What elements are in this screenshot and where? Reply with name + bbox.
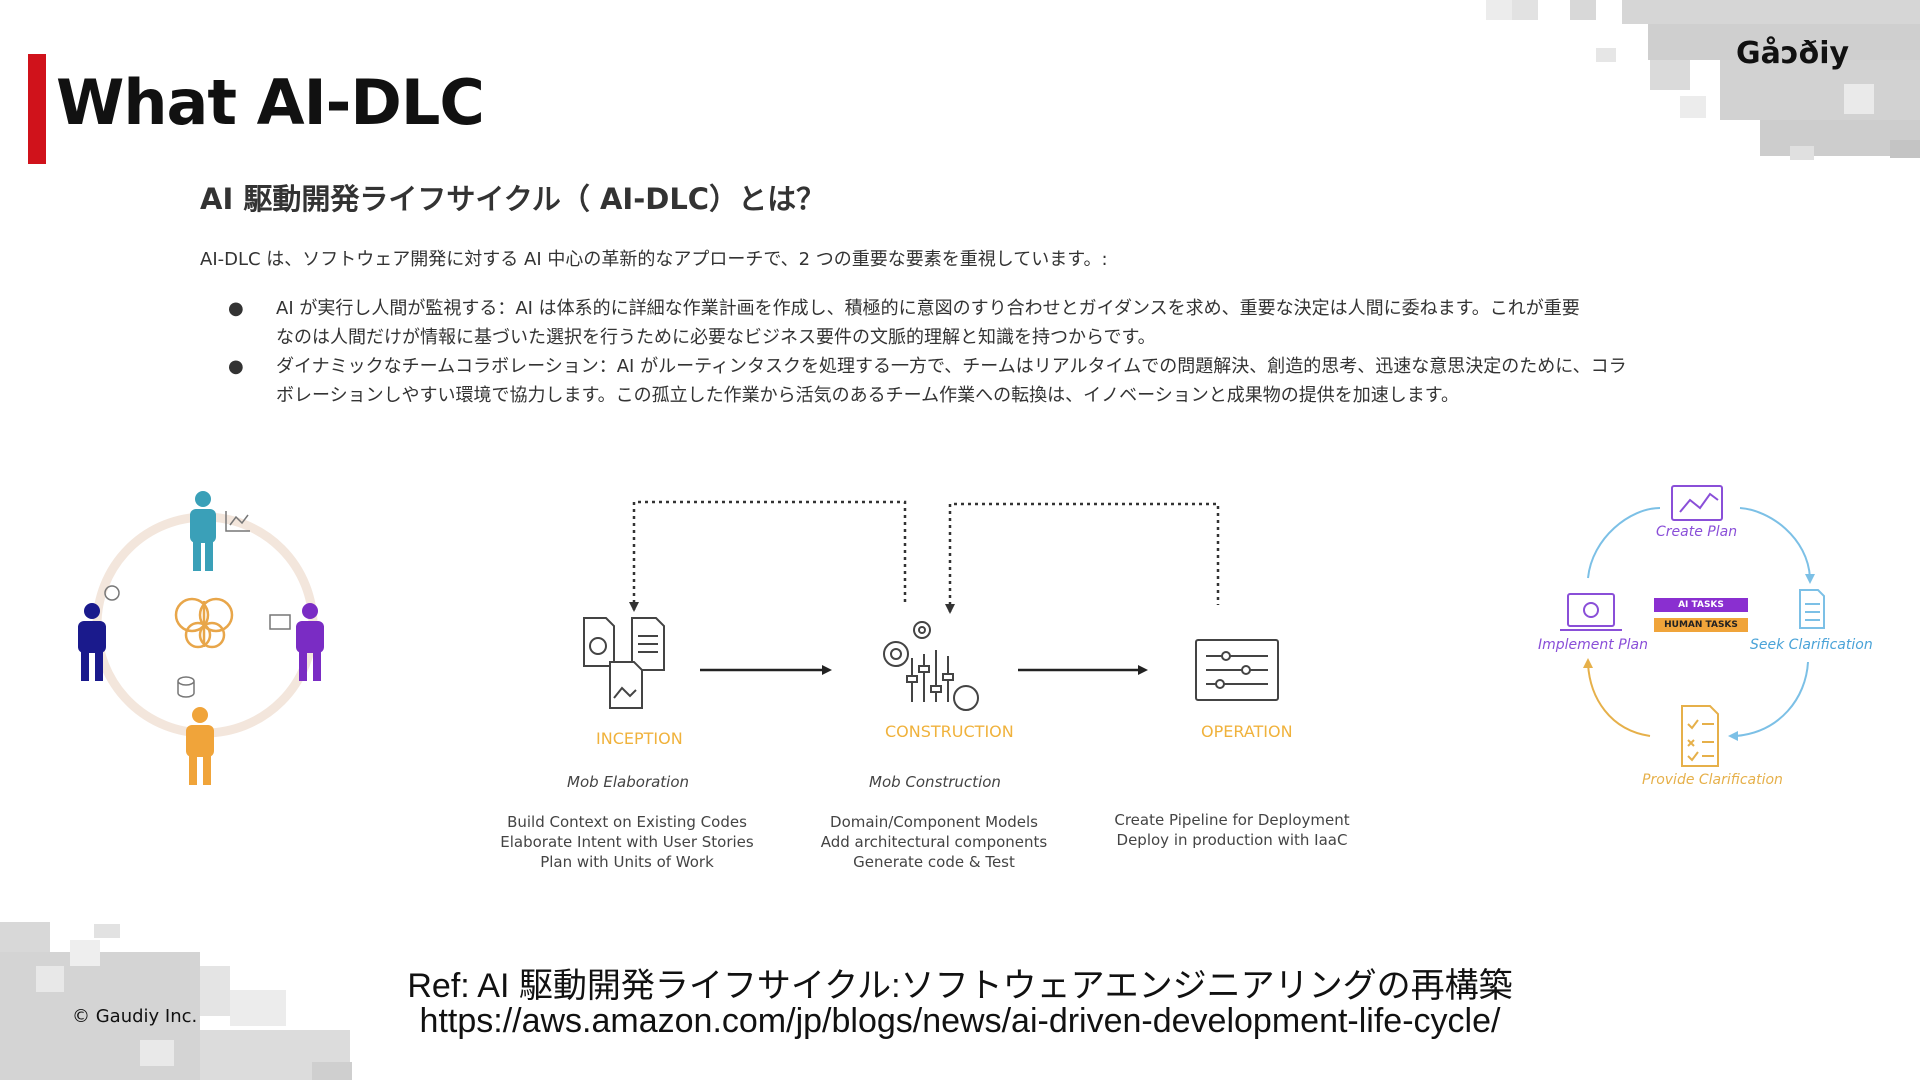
bullet-line: AI が実行し人間が監視する：AI は体系的に詳細な作業計画を作成し、積極的に意…	[276, 298, 1580, 319]
lightbulb-icon	[104, 585, 120, 601]
stage-desc-line: Create Pipeline for Deployment	[1114, 811, 1350, 829]
stage-desc-line: Elaborate Intent with User Stories	[500, 833, 754, 851]
stage-desc-construction: Domain/Component Models Add architectura…	[810, 812, 1058, 872]
person-icon-bottom	[186, 707, 214, 785]
stage-name-construction: CONSTRUCTION	[885, 722, 1014, 741]
chart-icon	[225, 511, 250, 532]
person-icon-top	[190, 491, 216, 571]
bullet-item: ● ダイナミックなチームコラボレーション：AI がルーティンタスクを処理する一方…	[226, 352, 1746, 410]
slide-title: What AI-DLC	[56, 66, 485, 139]
stage-desc-line: Domain/Component Models	[830, 813, 1038, 831]
checklist-icon	[1681, 705, 1719, 767]
title-accent-bar	[28, 54, 46, 164]
stage-desc-inception: Build Context on Existing Codes Elaborat…	[498, 812, 756, 872]
lifecycle-diagram	[583, 500, 1279, 711]
stage-desc-operation: Create Pipeline for Deployment Deploy in…	[1102, 810, 1362, 850]
bullet-dot-icon: ●	[228, 298, 244, 319]
database-icon	[177, 676, 195, 698]
stage-name-inception: INCEPTION	[596, 729, 683, 748]
bullet-line: なのは人間だけが情報に基づいた選択を行うために必要なビジネス要件の文脈的理解と知…	[276, 327, 1156, 348]
cycle-label-implement-plan: Implement Plan	[1538, 637, 1649, 653]
bullet-dot-icon: ●	[228, 356, 244, 377]
cycle-label-provide-clarification: Provide Clarification	[1642, 772, 1783, 788]
team-collaboration-illustration	[78, 491, 324, 785]
stage-desc-line: Add architectural components	[820, 833, 1048, 851]
intro-text: AI-DLC は、ソフトウェア開発に対する AI 中心の革新的なアプローチで、2…	[200, 249, 1108, 270]
bullet-line: ボレーションしやすい環境で協力します。この孤立した作業から活気のあるチーム作業へ…	[276, 385, 1459, 406]
section-heading: AI 駆動開発ライフサイクル（ AI-DLC）とは？	[200, 182, 826, 216]
cycle-label-create-plan: Create Plan	[1656, 524, 1738, 540]
bullet-line: ダイナミックなチームコラボレーション：AI がルーティンタスクを処理する一方で、…	[276, 356, 1627, 377]
bullet-item: ● AI が実行し人間が監視する：AI は体系的に詳細な作業計画を作成し、積極的…	[226, 294, 1746, 352]
control-panel-icon	[1195, 639, 1279, 701]
stage-subtitle-inception: Mob Elaboration	[567, 773, 690, 791]
task-cycle-diagram	[1560, 485, 1825, 767]
copyright-text: © Gaudiy Inc.	[72, 1006, 198, 1027]
stage-name-operation: OPERATION	[1201, 722, 1293, 741]
human-tasks-badge: HUMAN TASKS	[1654, 618, 1748, 632]
bullet-list: ● AI が実行し人間が監視する：AI は体系的に詳細な作業計画を作成し、積極的…	[226, 294, 1746, 410]
stage-desc-line: Build Context on Existing Codes	[507, 813, 747, 831]
laptop-gear-icon	[1560, 593, 1622, 631]
person-icon-right	[296, 603, 324, 681]
stage-subtitle-construction: Mob Construction	[869, 773, 1001, 791]
stage-desc-line: Deploy in production with IaaC	[1116, 831, 1348, 849]
plan-chart-icon	[1671, 485, 1723, 521]
gaudiy-logo: Gåɔðiy	[1736, 36, 1850, 71]
ai-tasks-badge: AI TASKS	[1654, 598, 1748, 612]
reference-url[interactable]: https://aws.amazon.com/jp/blogs/news/ai-…	[419, 1002, 1501, 1040]
document-icon	[1799, 589, 1825, 629]
reference-title: Ref: AI 駆動開発ライフサイクル:ソフトウェアエンジニアリングの再構築	[407, 967, 1513, 1005]
documents-icon	[583, 617, 665, 709]
brain-icon	[174, 597, 234, 649]
laptop-icon	[269, 614, 291, 630]
person-icon-left	[78, 603, 106, 681]
stage-desc-line: Plan with Units of Work	[540, 853, 714, 871]
gears-sliders-icon	[883, 621, 979, 711]
cycle-label-seek-clarification: Seek Clarification	[1750, 637, 1873, 653]
stage-desc-line: Generate code & Test	[853, 853, 1015, 871]
